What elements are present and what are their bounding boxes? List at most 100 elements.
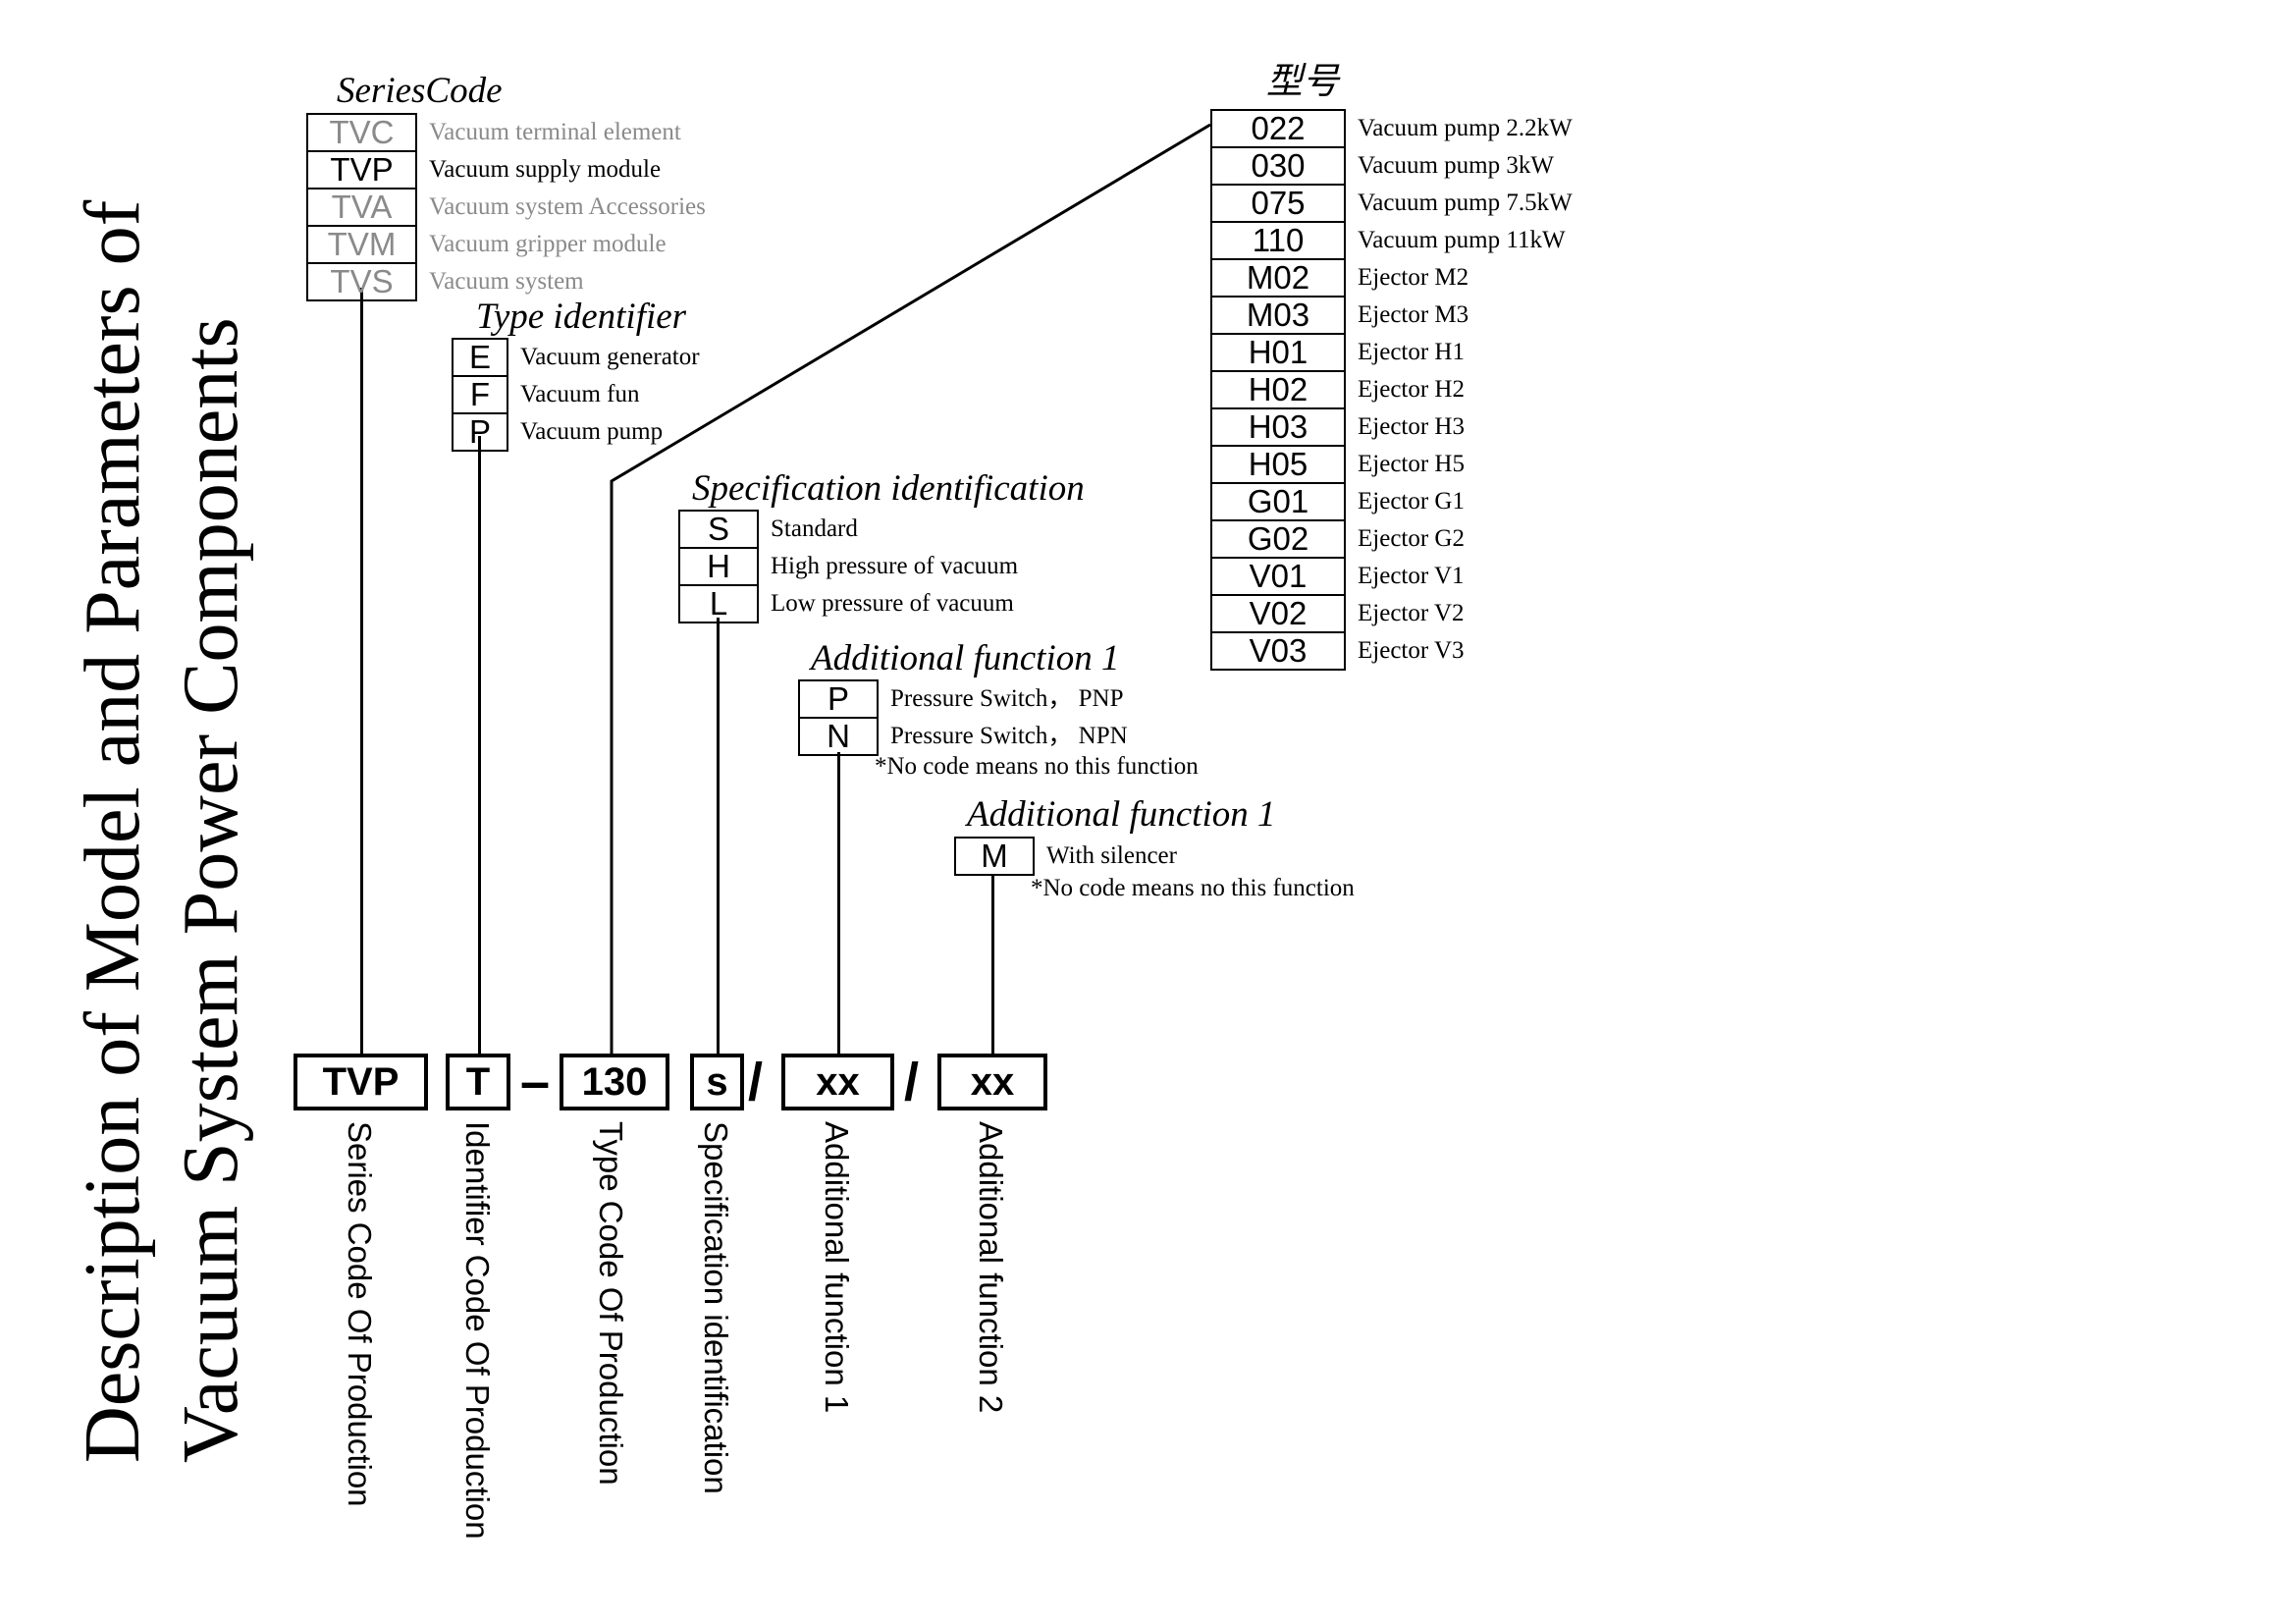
model-desc-cell: Ejector V3 bbox=[1358, 637, 1465, 664]
table-row: V01 Ejector V1 bbox=[1210, 557, 1574, 596]
table-row: 022 Vacuum pump 2.2kW bbox=[1210, 109, 1574, 148]
model-desc-cell: Ejector H5 bbox=[1358, 451, 1465, 477]
type-desc-cell: Vacuum generator bbox=[520, 344, 700, 370]
identifier-connector bbox=[478, 436, 481, 1054]
model-code-cell: 030 bbox=[1210, 146, 1346, 186]
model-code-cell: M03 bbox=[1210, 296, 1346, 335]
model-code-cell: H01 bbox=[1210, 333, 1346, 372]
table-row: 110 Vacuum pump 11kW bbox=[1210, 221, 1574, 260]
model-code-cell: H05 bbox=[1210, 445, 1346, 484]
table-row: TVS Vacuum system bbox=[306, 262, 707, 301]
model-code-cell: M02 bbox=[1210, 258, 1346, 298]
type-desc-cell: Vacuum pump bbox=[520, 418, 664, 445]
model-desc-cell: Ejector V2 bbox=[1358, 600, 1465, 626]
table-row: TVC Vacuum terminal element bbox=[306, 113, 707, 152]
type-identifier-table: E Vacuum generator F Vacuum fun P Vacuum… bbox=[452, 338, 702, 452]
model-identifier-box: T bbox=[446, 1054, 510, 1110]
series-code-table: TVC Vacuum terminal element TVP Vacuum s… bbox=[306, 113, 708, 301]
spec-connector bbox=[717, 618, 720, 1054]
model-desc-cell: Ejector G1 bbox=[1358, 488, 1465, 514]
table-row: N Pressure Switch， NPN bbox=[798, 717, 1128, 756]
series-code-header: SeriesCode bbox=[337, 71, 503, 111]
model-desc-cell: Vacuum pump 3kW bbox=[1358, 152, 1554, 179]
table-row: F Vacuum fun bbox=[452, 375, 701, 414]
model-type-box: 130 bbox=[560, 1054, 669, 1110]
table-row: G01 Ejector G1 bbox=[1210, 482, 1574, 521]
model-add2-box: xx bbox=[937, 1054, 1047, 1110]
model-header: 型号 bbox=[1266, 60, 1339, 102]
table-row: H05 Ejector H5 bbox=[1210, 445, 1574, 484]
model-add1-box: xx bbox=[781, 1054, 894, 1110]
series-desc-cell: Vacuum system bbox=[429, 268, 584, 295]
model-desc-cell: Ejector G2 bbox=[1358, 525, 1465, 552]
model-code-cell: 075 bbox=[1210, 184, 1346, 223]
additional-1-header: Additional function 1 bbox=[811, 638, 1120, 678]
model-desc-cell: Vacuum pump 11kW bbox=[1358, 227, 1566, 253]
type-code-cell: P bbox=[452, 412, 508, 452]
additional-2-note: *No code means no this function bbox=[1031, 875, 1355, 901]
table-row: TVP Vacuum supply module bbox=[306, 150, 707, 189]
model-code-cell: V01 bbox=[1210, 557, 1346, 596]
model-code-cell: 110 bbox=[1210, 221, 1346, 260]
model-desc-cell: Ejector H2 bbox=[1358, 376, 1465, 403]
series-connector bbox=[360, 288, 363, 1054]
model-slash-2: / bbox=[904, 1053, 920, 1111]
model-code-cell: V02 bbox=[1210, 594, 1346, 633]
table-row: P Pressure Switch， PNP bbox=[798, 679, 1128, 719]
spec-code-cell: L bbox=[678, 584, 759, 623]
model-code-cell: H02 bbox=[1210, 370, 1346, 409]
series-code-cell: TVA bbox=[306, 188, 417, 227]
type-code-cell: F bbox=[452, 375, 508, 414]
table-row: H02 Ejector H2 bbox=[1210, 370, 1574, 409]
add1-code-cell: N bbox=[798, 717, 879, 756]
add2-desc-cell: With silencer bbox=[1046, 842, 1177, 869]
model-desc-cell: Vacuum pump 2.2kW bbox=[1358, 115, 1573, 141]
table-row: 030 Vacuum pump 3kW bbox=[1210, 146, 1574, 186]
add1-code-cell: P bbox=[798, 679, 879, 719]
model-desc-cell: Ejector M3 bbox=[1358, 301, 1469, 328]
add1-desc-cell: Pressure Switch， PNP bbox=[890, 685, 1124, 712]
spec-code-cell: S bbox=[678, 510, 759, 549]
model-code-cell: V03 bbox=[1210, 631, 1346, 671]
model-code-cell: 022 bbox=[1210, 109, 1346, 148]
model-code-cell: G02 bbox=[1210, 519, 1346, 559]
additional-1-table: P Pressure Switch， PNP N Pressure Switch， … bbox=[798, 679, 1129, 756]
table-row: V03 Ejector V3 bbox=[1210, 631, 1574, 671]
spec-desc-cell: Low pressure of vacuum bbox=[771, 590, 1014, 617]
series-code-cell: TVS bbox=[306, 262, 417, 301]
table-row: V02 Ejector V2 bbox=[1210, 594, 1574, 633]
table-row: M With silencer bbox=[954, 837, 1177, 876]
additional-2-header: Additional function 1 bbox=[967, 794, 1276, 835]
label-identifier: Identifier Code Of Production bbox=[459, 1121, 496, 1540]
model-series-box: TVP bbox=[294, 1054, 428, 1110]
series-code-cell: TVP bbox=[306, 150, 417, 189]
label-add1: Additional function 1 bbox=[819, 1121, 855, 1414]
model-desc-cell: Ejector V1 bbox=[1358, 563, 1465, 589]
table-row: P Vacuum pump bbox=[452, 412, 701, 452]
model-slash-1: / bbox=[748, 1053, 764, 1111]
series-code-cell: TVM bbox=[306, 225, 417, 264]
model-code-cell: G01 bbox=[1210, 482, 1346, 521]
add2-code-cell: M bbox=[954, 837, 1035, 876]
series-code-cell: TVC bbox=[306, 113, 417, 152]
table-row: TVM Vacuum gripper module bbox=[306, 225, 707, 264]
add1-desc-cell: Pressure Switch， NPN bbox=[890, 723, 1128, 749]
table-row: E Vacuum generator bbox=[452, 338, 701, 377]
add1-connector bbox=[837, 752, 840, 1054]
additional-2-table: M With silencer bbox=[954, 837, 1177, 876]
label-add2: Additional function 2 bbox=[973, 1121, 1009, 1414]
type-code-cell: E bbox=[452, 338, 508, 377]
type-identifier-header: Type identifier bbox=[476, 297, 687, 337]
type-desc-cell: Vacuum fun bbox=[520, 381, 640, 407]
model-desc-cell: Ejector M2 bbox=[1358, 264, 1469, 291]
spec-desc-cell: High pressure of vacuum bbox=[771, 553, 1019, 579]
model-desc-cell: Ejector H1 bbox=[1358, 339, 1465, 365]
label-spec: Specification identification bbox=[698, 1121, 734, 1494]
